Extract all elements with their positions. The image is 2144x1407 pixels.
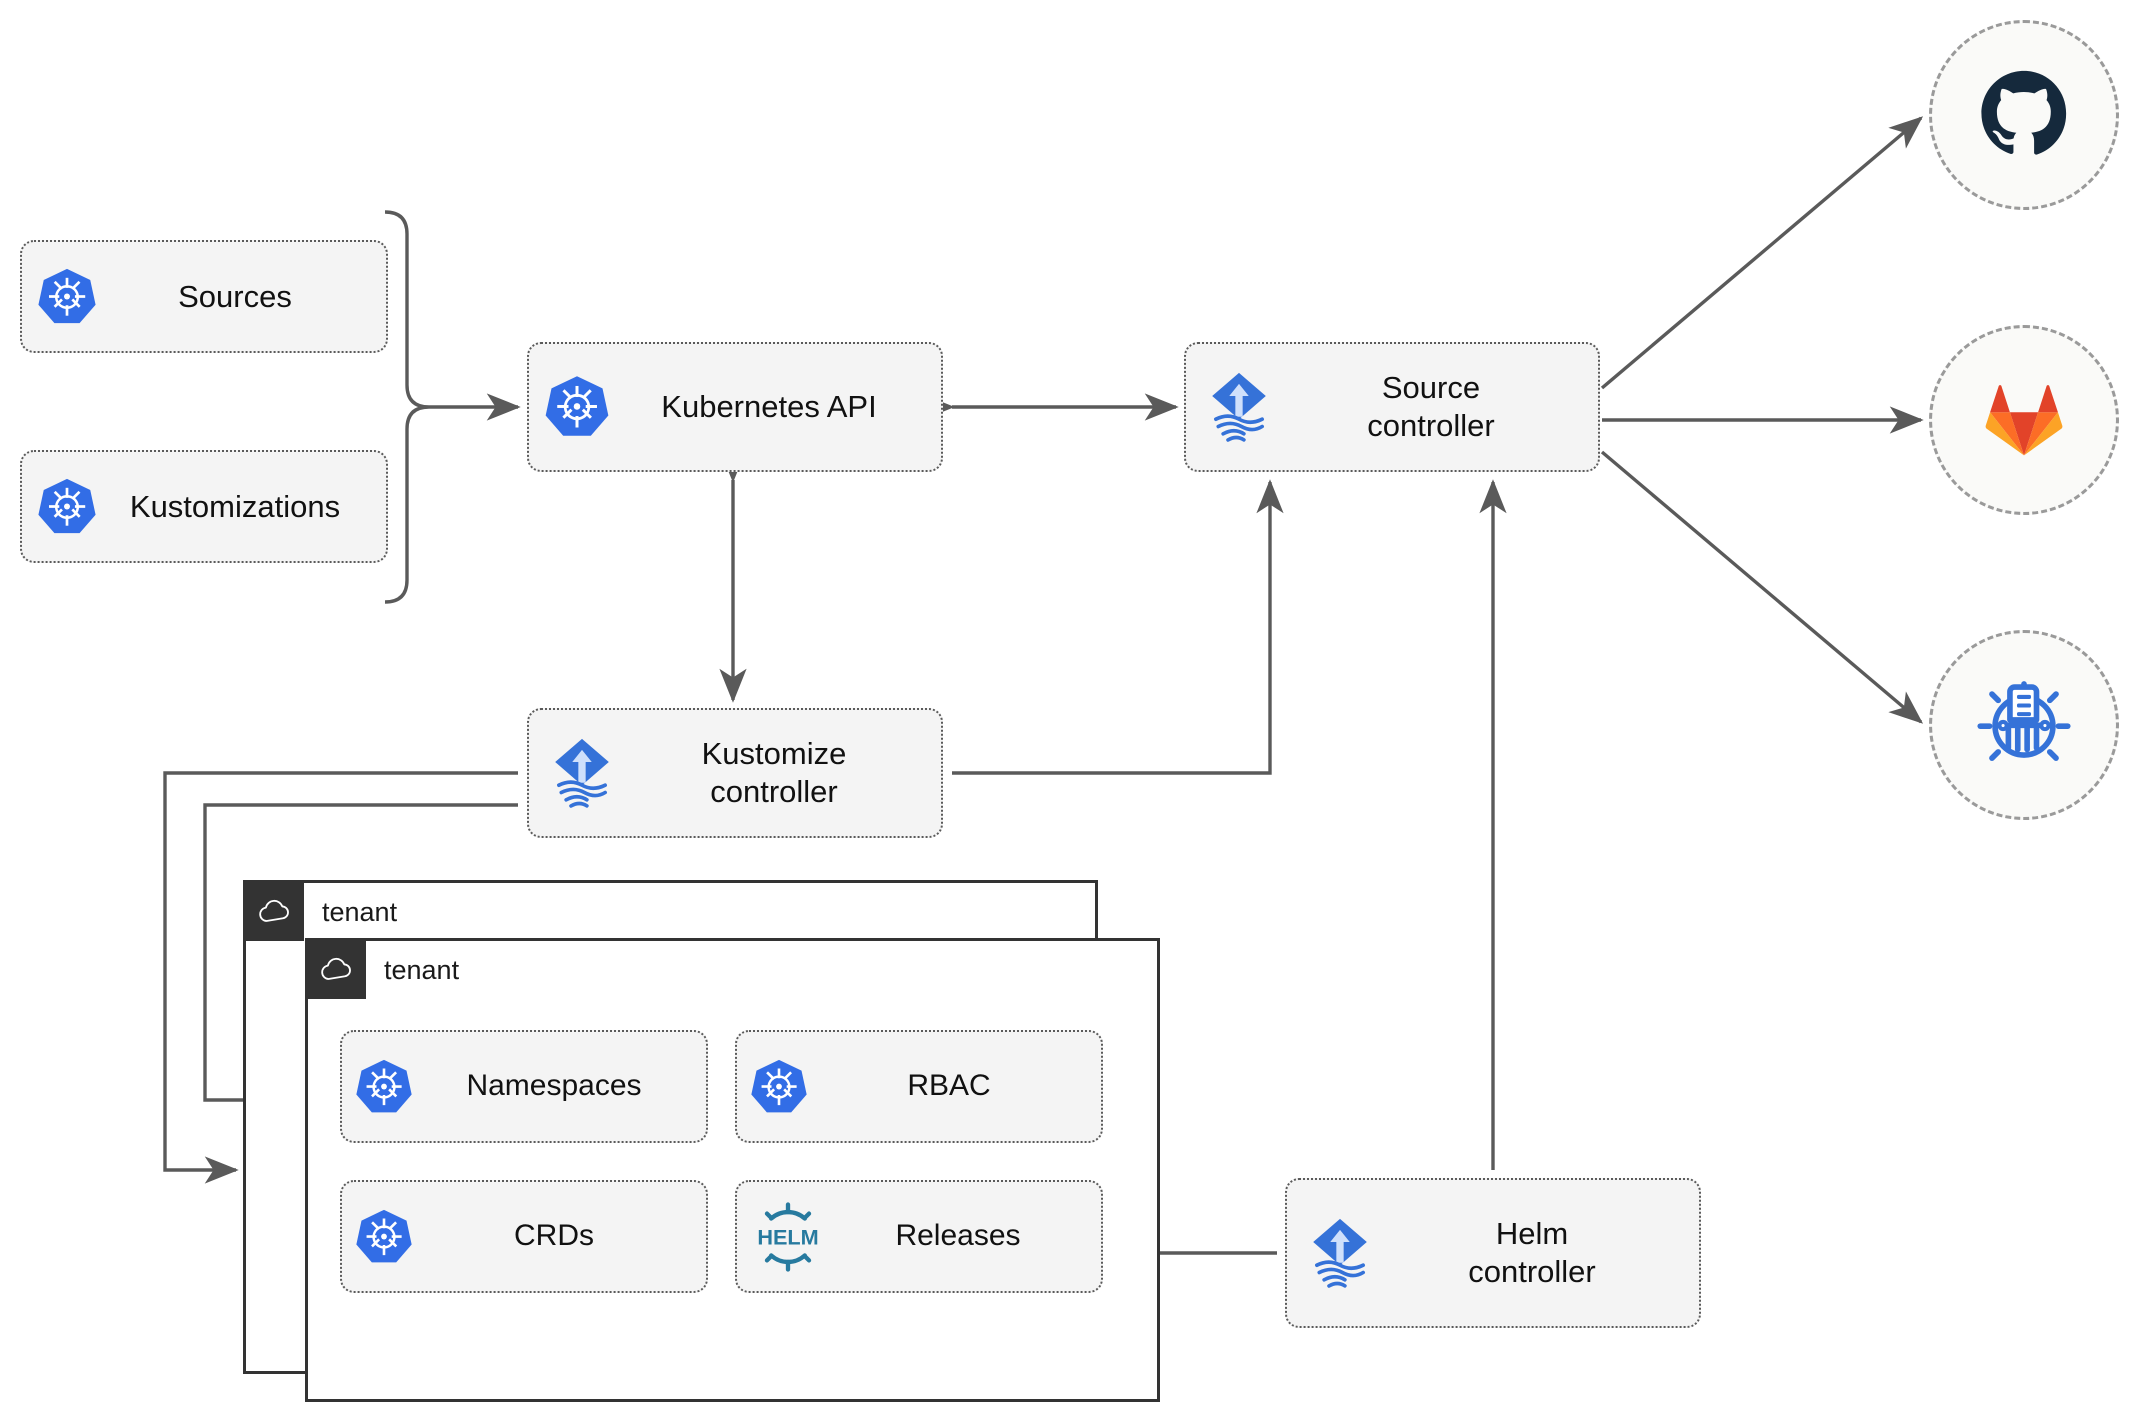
- node-label-line1: Source: [1381, 370, 1481, 406]
- node-label: Helm controller: [1379, 1215, 1685, 1291]
- node-label-line2: controller: [1367, 408, 1495, 443]
- gitlab-icon: [1978, 372, 2070, 469]
- node-label-line2: controller: [1468, 1254, 1596, 1289]
- helm-repository-icon: [1974, 673, 2074, 778]
- node-releases[interactable]: HELM Releases: [735, 1180, 1103, 1293]
- node-namespaces[interactable]: Namespaces: [340, 1030, 708, 1143]
- tenant-panel-header: tenant: [246, 883, 397, 941]
- node-label-line2: controller: [710, 774, 838, 809]
- helm-icon: HELM: [749, 1198, 827, 1276]
- kubernetes-icon: [36, 476, 98, 538]
- node-label: CRDs: [514, 1219, 594, 1253]
- flux-icon: [1200, 368, 1278, 446]
- edge-sources-bracket: [384, 210, 430, 604]
- node-label: Kubernetes API: [661, 389, 877, 425]
- flux-icon: [543, 734, 621, 812]
- svg-text:HELM: HELM: [757, 1224, 818, 1249]
- kubernetes-icon: [354, 1057, 414, 1117]
- node-label: Kustomize controller: [621, 735, 927, 811]
- tenant-panel-front[interactable]: tenant: [305, 938, 1160, 1402]
- node-label-line1: Kustomize: [701, 736, 847, 772]
- github-icon: [1975, 64, 2073, 167]
- kubernetes-icon: [354, 1207, 414, 1267]
- tenant-panel-header: tenant: [308, 941, 459, 999]
- flux-icon: [1301, 1214, 1379, 1292]
- kubernetes-icon: [36, 266, 98, 328]
- edge-source-controller-to-helm-repository: [1600, 450, 1924, 724]
- external-source-helm-repository[interactable]: [1929, 630, 2119, 820]
- node-label-line1: Helm: [1495, 1216, 1569, 1252]
- node-label: Releases: [895, 1219, 1021, 1253]
- node-sources[interactable]: Sources: [20, 240, 388, 353]
- node-label: Sources: [178, 278, 292, 314]
- node-label: RBAC: [907, 1069, 991, 1103]
- node-source-controller[interactable]: Source controller: [1184, 342, 1600, 472]
- cloud-icon: [246, 883, 304, 941]
- node-crds[interactable]: CRDs: [340, 1180, 708, 1293]
- external-source-github[interactable]: [1929, 20, 2119, 210]
- kubernetes-icon: [543, 373, 611, 441]
- tenant-panel-title: tenant: [322, 896, 398, 927]
- node-kubernetes-api[interactable]: Kubernetes API: [527, 342, 943, 472]
- tenant-panel-title: tenant: [384, 954, 460, 985]
- node-rbac[interactable]: RBAC: [735, 1030, 1103, 1143]
- edge-source-controller-to-github: [1600, 116, 1924, 390]
- node-label: Kustomizations: [129, 488, 341, 524]
- node-label: Namespaces: [466, 1069, 642, 1103]
- kubernetes-icon: [749, 1057, 809, 1117]
- external-source-gitlab[interactable]: [1929, 325, 2119, 515]
- cloud-icon: [308, 941, 366, 999]
- node-helm-controller[interactable]: Helm controller: [1285, 1178, 1701, 1328]
- edge-kustomize-controller-to-source-controller: [952, 479, 1284, 775]
- node-kustomizations[interactable]: Kustomizations: [20, 450, 388, 563]
- node-label: Source controller: [1278, 369, 1584, 445]
- node-kustomize-controller[interactable]: Kustomize controller: [527, 708, 943, 838]
